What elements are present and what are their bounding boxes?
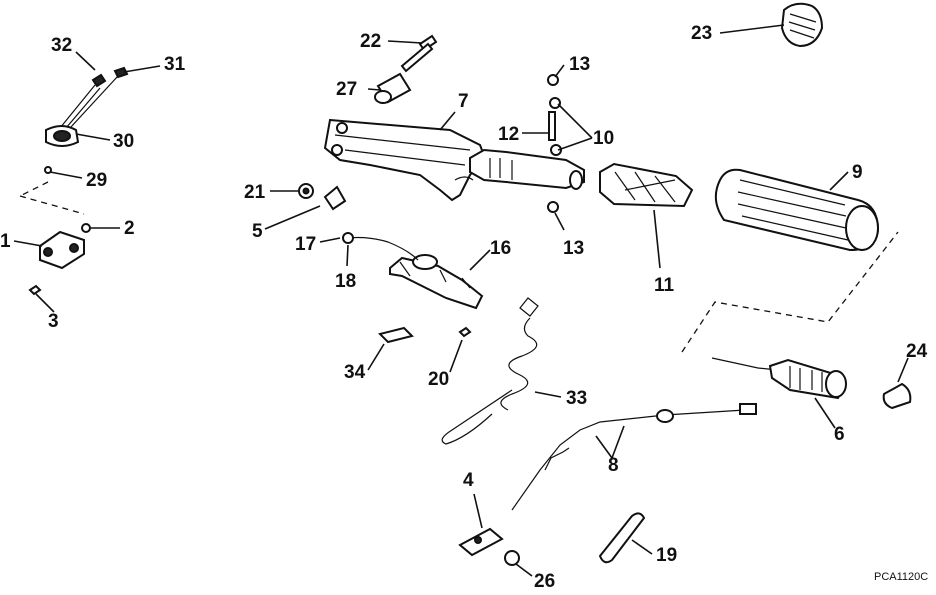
bracket-assembly-part bbox=[389, 254, 484, 310]
callout-3: 3 bbox=[48, 311, 59, 332]
bracket-plate-part bbox=[39, 230, 85, 270]
callout-18: 18 bbox=[335, 271, 356, 292]
bushing-part bbox=[374, 72, 412, 104]
dashed-guide-left bbox=[19, 181, 85, 215]
callout-27: 27 bbox=[336, 79, 357, 100]
callout-33: 33 bbox=[566, 388, 587, 409]
callout-19: 19 bbox=[656, 545, 677, 566]
end-cap-part bbox=[780, 2, 824, 48]
grip-insert-part bbox=[599, 162, 694, 208]
callout-20: 20 bbox=[428, 369, 449, 390]
throttle-cable-part bbox=[511, 403, 757, 511]
washer-part bbox=[81, 223, 91, 233]
tiller-arm-part bbox=[323, 118, 487, 202]
cable-clamp-part bbox=[458, 527, 504, 557]
throttle-housing-part bbox=[711, 357, 847, 400]
stud-part bbox=[323, 185, 347, 211]
clip-part bbox=[378, 326, 414, 344]
callout-26: 26 bbox=[534, 571, 555, 592]
throttle-shaft-part bbox=[469, 148, 585, 190]
callout-9: 9 bbox=[852, 162, 863, 183]
callout-34: 34 bbox=[344, 362, 366, 383]
callout-32: 32 bbox=[51, 35, 72, 56]
dashed-guide-right bbox=[681, 231, 899, 353]
leader-lines bbox=[13, 24, 909, 577]
handle-bolt-part bbox=[400, 34, 438, 73]
callout-29: 29 bbox=[86, 170, 107, 191]
callout-2: 2 bbox=[124, 218, 135, 239]
lanyard-part bbox=[441, 297, 539, 445]
callout-12: 12 bbox=[498, 124, 519, 145]
callout-5: 5 bbox=[252, 221, 263, 242]
small-screw-part bbox=[44, 166, 52, 174]
wire-harness-part bbox=[45, 66, 129, 147]
callout-17: 17 bbox=[295, 234, 316, 255]
clamp-screw-part bbox=[504, 550, 520, 566]
callout-31: 31 bbox=[164, 54, 186, 75]
callout-4: 4 bbox=[463, 470, 474, 491]
plate-screw-part bbox=[28, 284, 42, 296]
callout-13-bottom: 13 bbox=[563, 238, 584, 259]
callout-24: 24 bbox=[906, 341, 928, 362]
sleeve-part bbox=[598, 512, 646, 564]
cap-part bbox=[882, 382, 912, 410]
callout-labels: 32 31 30 29 2 1 3 22 27 7 13 12 10 13 21… bbox=[0, 23, 928, 592]
callout-23: 23 bbox=[691, 23, 712, 44]
lock-nut-part bbox=[298, 183, 314, 199]
callout-16: 16 bbox=[490, 238, 511, 259]
callout-11: 11 bbox=[654, 275, 675, 296]
callout-1: 1 bbox=[0, 231, 11, 252]
callout-10: 10 bbox=[593, 128, 614, 149]
callout-7: 7 bbox=[458, 91, 469, 112]
callout-8: 8 bbox=[608, 455, 619, 476]
callout-30: 30 bbox=[113, 131, 134, 152]
callout-21: 21 bbox=[244, 182, 266, 203]
callout-6: 6 bbox=[834, 424, 845, 445]
callout-13-top: 13 bbox=[569, 54, 590, 75]
screw-part bbox=[458, 326, 472, 338]
grip-part bbox=[714, 168, 880, 252]
nut-part bbox=[547, 74, 562, 213]
switch-wire-part bbox=[342, 232, 419, 261]
pin-part bbox=[548, 111, 556, 141]
diagram-code: PCA1120C bbox=[874, 571, 928, 583]
callout-22: 22 bbox=[360, 31, 381, 52]
